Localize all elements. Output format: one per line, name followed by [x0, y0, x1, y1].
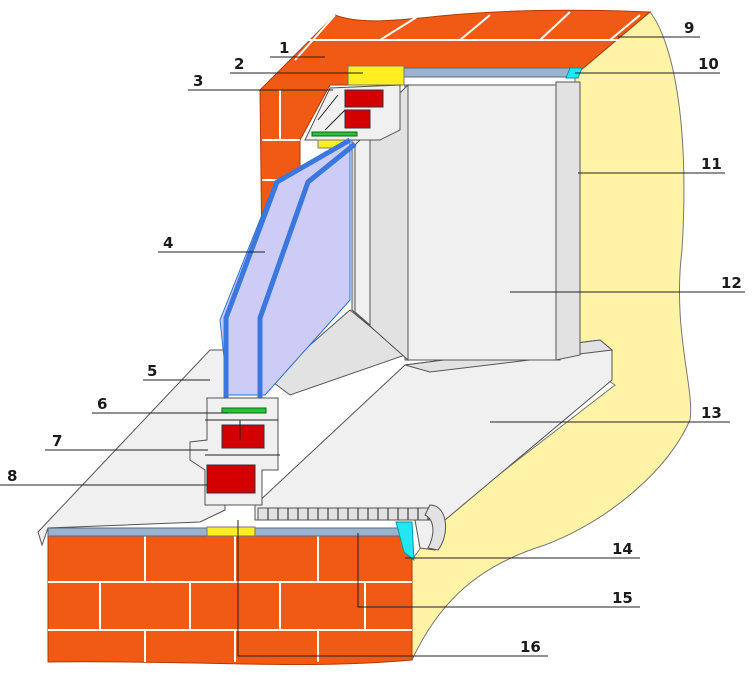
mounting-foam-top [347, 65, 405, 86]
callout-2: 2 [234, 55, 244, 73]
callout-5: 5 [147, 362, 157, 380]
callout-14: 14 [612, 540, 633, 558]
sealant-top-right [565, 67, 583, 79]
callout-16: 16 [520, 638, 541, 656]
callout-15: 15 [612, 589, 633, 607]
frame-bottom-section [189, 397, 280, 506]
window-reveal-slope [404, 84, 561, 361]
lower-brick-wall [47, 534, 413, 666]
leader-lines [0, 36, 745, 657]
sealant-bottom-right [395, 521, 415, 562]
reveal-side-trim [555, 81, 581, 361]
callout-4: 4 [163, 234, 173, 252]
callout-11: 11 [701, 155, 722, 173]
callout-3: 3 [193, 72, 203, 90]
frame-vertical-inner [354, 128, 371, 327]
callout-9: 9 [684, 19, 694, 37]
mounting-foam-bottom [206, 526, 256, 537]
callout-1: 1 [279, 39, 289, 57]
callout-7: 7 [52, 432, 62, 450]
interior-plaster [411, 11, 692, 661]
external-drip-sill [37, 349, 226, 547]
sill-chambers [257, 504, 447, 551]
callout-8: 8 [7, 467, 17, 485]
frame-top-section [304, 84, 401, 141]
callout-13: 13 [701, 404, 722, 422]
callout-labels: 1 2 3 4 5 6 7 8 9 10 11 12 13 14 15 16 [7, 19, 742, 656]
vapor-barrier-tape-top [399, 67, 579, 78]
callout-6: 6 [97, 395, 107, 413]
callout-12: 12 [721, 274, 742, 292]
double-glazed-unit [219, 137, 357, 400]
callout-10: 10 [698, 55, 719, 73]
